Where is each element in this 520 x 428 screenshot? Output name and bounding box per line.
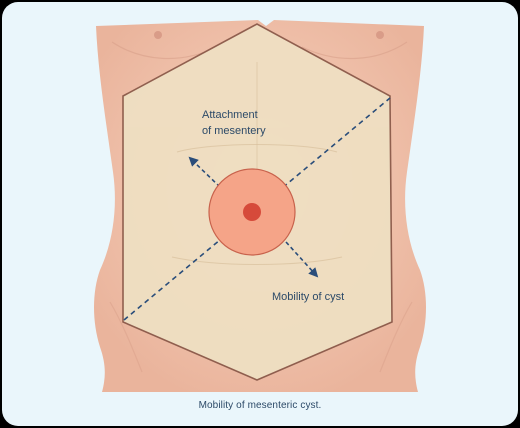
label-mobility: Mobility of cyst	[272, 291, 344, 303]
nipple-left	[154, 31, 162, 39]
label-attachment-line2: of mesentery	[202, 125, 266, 137]
label-attachment-line1: Attachment	[202, 109, 258, 121]
chest-line-right	[301, 41, 408, 60]
nipple-right	[376, 31, 384, 39]
figure-caption: Mobility of mesenteric cyst.	[198, 400, 322, 411]
hip-line-left	[109, 301, 143, 373]
hip-line-right	[379, 301, 413, 373]
muscle-contour-2	[171, 256, 343, 265]
mobility-arrow-down	[285, 241, 319, 278]
cyst-inner	[243, 203, 261, 221]
